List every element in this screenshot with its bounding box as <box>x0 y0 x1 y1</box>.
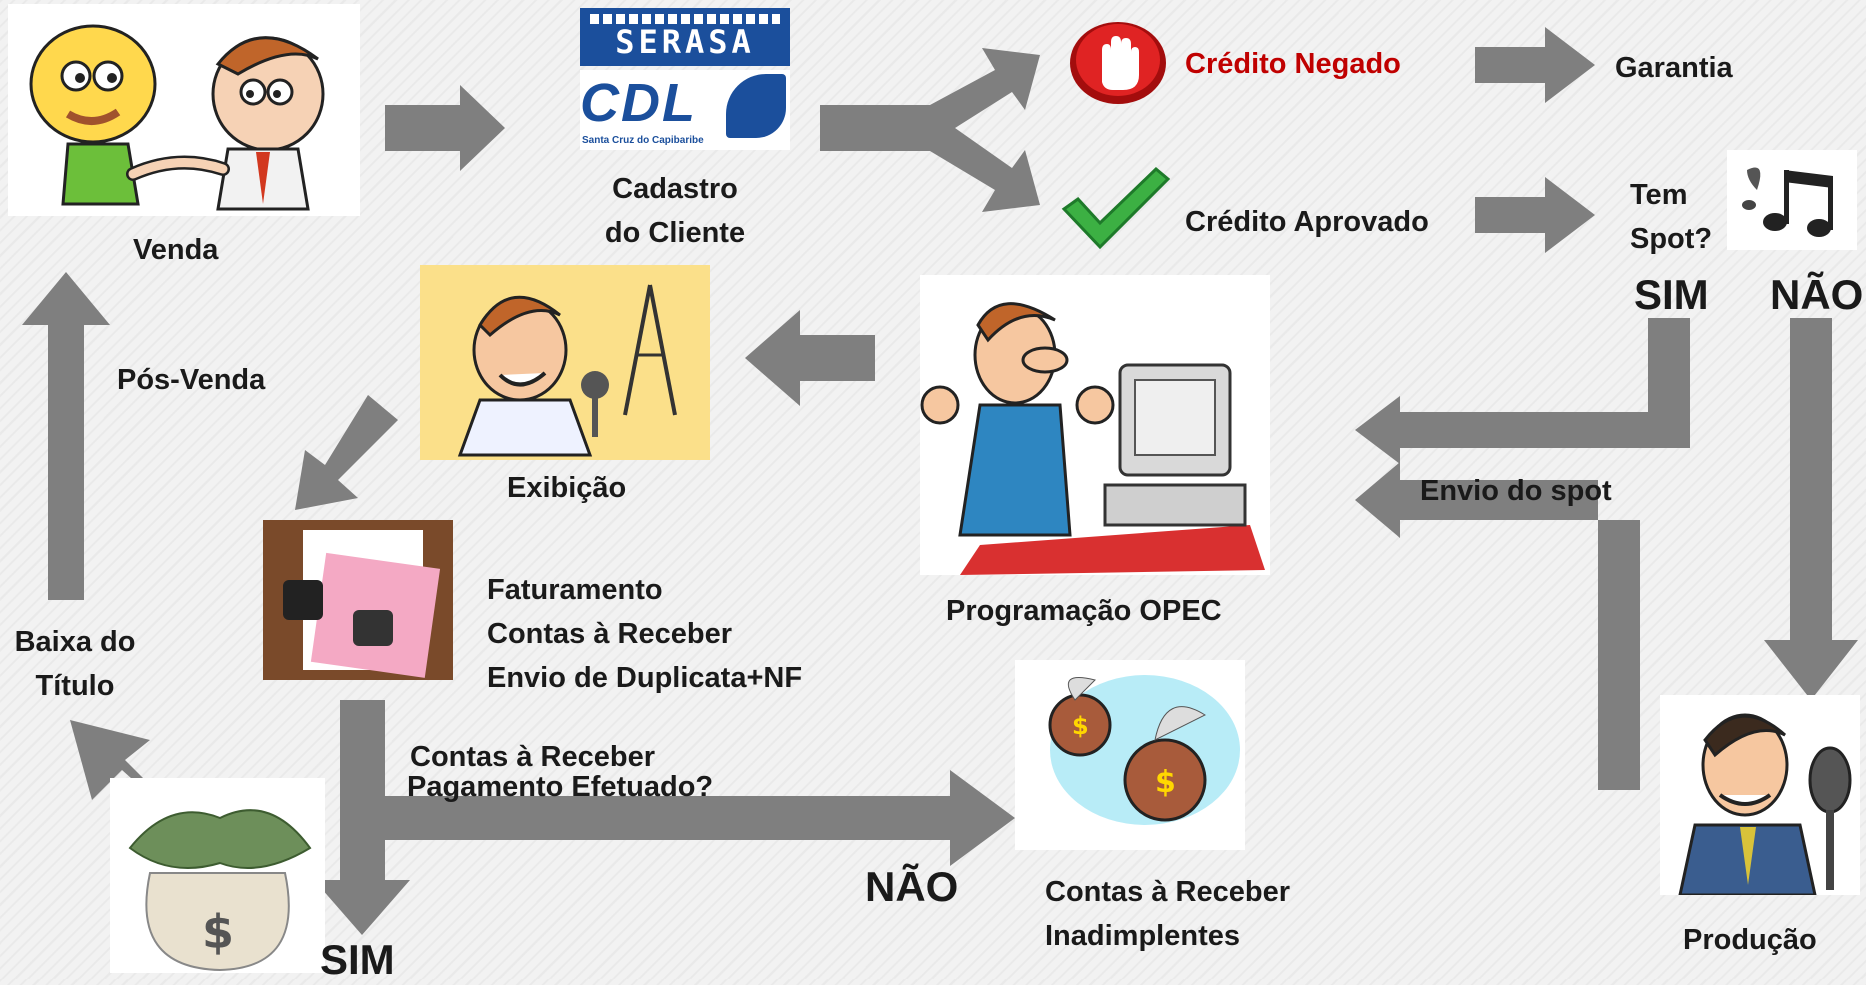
music-notes-icon <box>1727 150 1857 250</box>
credito-aprovado-label: Crédito Aprovado <box>1185 206 1429 238</box>
check-icon <box>1060 165 1171 250</box>
arrow-faturamento-split <box>314 700 1015 935</box>
svg-text:$: $ <box>1155 765 1176 800</box>
nao-top-label: NÃO <box>1770 271 1864 318</box>
credito-negado-label: Crédito Negado <box>1185 48 1401 80</box>
handshake-illustration <box>8 4 360 216</box>
cdl-logo: CDL Santa Cruz do Capibaribe <box>580 70 790 150</box>
sim-top-label: SIM <box>1634 271 1709 318</box>
exibicao-label: Exibição <box>507 472 627 504</box>
baixa-line1: Baixa do <box>14 626 136 658</box>
producao-label: Produção <box>1683 924 1817 956</box>
nao-bottom-label: NÃO <box>865 863 959 910</box>
arrow-sim-opec <box>1355 318 1690 464</box>
faturamento-line3: Envio de Duplicata+NF <box>487 661 803 694</box>
faturamento-label: Faturamento Contas à Receber Envio de Du… <box>487 573 802 695</box>
pagamento-line1: Contas à Receber <box>410 741 655 773</box>
arrow-opec-exibicao <box>745 310 875 406</box>
pagamento-line2: Pagamento Efetuado? <box>407 770 714 803</box>
serasa-logo: SERASA <box>580 8 790 66</box>
pagamento-label: Contas à Receber Pagamento Efetuado? <box>407 740 713 805</box>
cadastro-line1: Cadastro <box>612 173 738 205</box>
tem-spot-label: Tem Spot? <box>1630 178 1712 257</box>
stop-hand-icon <box>1068 20 1168 106</box>
tem-spot-line1: Tem <box>1630 179 1688 211</box>
invoice-pad-illustration <box>263 520 453 680</box>
money-bag-illustration: $ <box>110 778 325 973</box>
arrow-cadastro-split <box>820 48 1040 212</box>
baixa-titulo-label: Baixa do Título <box>5 625 145 704</box>
garantia-label: Garantia <box>1615 52 1733 84</box>
arrow-exibicao-faturamento <box>295 395 398 510</box>
sim-bottom-label: SIM <box>320 936 395 983</box>
arrow-aprovado-spot <box>1475 177 1595 253</box>
arrow-negado-garantia <box>1475 27 1595 103</box>
cadastro-line2: do Cliente <box>604 216 746 249</box>
radio-announcer-illustration <box>420 265 710 460</box>
cadastro-label: Cadastro do Cliente <box>590 172 760 251</box>
programacao-label: Programação OPEC <box>946 595 1222 627</box>
venda-label: Venda <box>133 234 219 266</box>
envio-spot-label: Envio do spot <box>1420 475 1612 507</box>
programmer-computer-illustration <box>920 275 1270 575</box>
tem-spot-line2: Spot? <box>1630 222 1713 255</box>
inadimplentes-line2: Inadimplentes <box>1045 919 1240 952</box>
inadimplentes-line1: Contas à Receber <box>1045 876 1290 908</box>
svg-text:$: $ <box>202 905 234 959</box>
announcer-microphone-illustration <box>1660 695 1860 897</box>
inadimplentes-label: Contas à Receber Inadimplentes <box>1045 875 1290 954</box>
svg-text:$: $ <box>1072 712 1089 740</box>
arrow-nao-producao <box>1764 318 1858 700</box>
arrow-venda-cadastro <box>385 85 505 171</box>
arrow-baixa-venda <box>22 272 110 600</box>
arrow-producao-opec <box>1355 462 1640 790</box>
faturamento-line1: Faturamento <box>487 574 663 606</box>
baixa-line2: Título <box>35 669 115 702</box>
faturamento-line2: Contas à Receber <box>487 617 732 650</box>
flying-money-bags-illustration: $ $ <box>1015 660 1245 850</box>
pos-venda-label: Pós-Venda <box>117 364 266 396</box>
